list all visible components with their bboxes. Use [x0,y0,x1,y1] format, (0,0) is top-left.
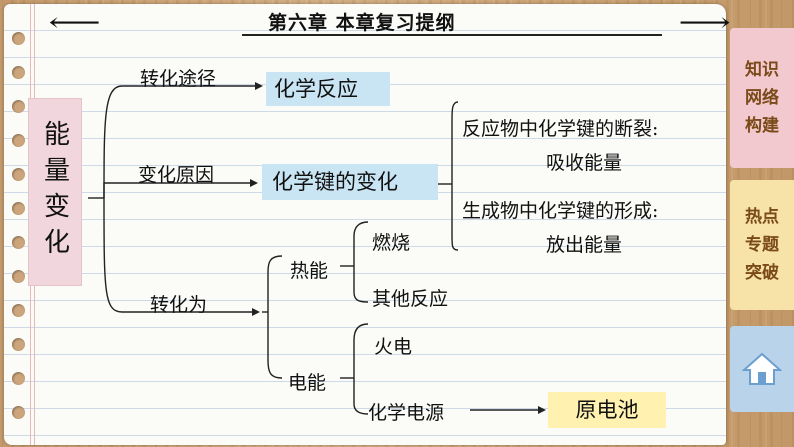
arrow-head [250,179,258,187]
heat-item-1: 燃烧 [372,232,411,254]
cause-detail-2-line1: 生成物中化学键的形成: [462,200,659,222]
binder-hole [12,134,25,147]
binder-hole [12,236,25,249]
connector-line [353,323,369,415]
binder-hole [12,100,25,113]
heat-item-2: 其他反应 [372,288,449,310]
binder-hole [12,372,25,385]
pathway-target-box: 化学反应 [266,72,390,106]
title-underline [242,34,662,36]
connector-line [353,221,369,303]
connector-line [103,182,250,198]
home-icon [742,352,782,385]
arrow-head [252,308,260,316]
connector-line [451,101,459,251]
arrow-right-icon[interactable]: ⟶ [678,8,731,38]
elec-item-2-target-box: 原电池 [548,392,666,428]
elec-item-1: 火电 [374,336,413,358]
binder-hole [12,168,25,181]
pathway-target-label: 化学反应 [274,77,358,101]
binder-hole [12,270,25,283]
elec-label: 电能 [288,372,327,394]
binder-hole [12,66,25,79]
binder-hole [12,202,25,215]
connector-line [267,255,283,379]
cause-target-box: 化学键的变化 [262,164,438,200]
cause-detail-1-line1: 反应物中化学键的断裂: [462,118,659,140]
root-node-label: 能量变化 [39,120,70,264]
pathway-label: 转化途径 [140,68,217,90]
binder-hole [12,304,25,317]
arrow-head [538,406,546,414]
sidebar-tab-2-label: 热点专题突破 [745,207,779,283]
cause-detail-1-line2: 吸收能量 [546,152,623,174]
connector-line [103,85,255,199]
sidebar-tab-1-label: 知识网络构建 [745,60,779,136]
convert-label: 转化为 [150,294,208,316]
binder-hole [12,406,25,419]
binder-hole [12,32,25,45]
cause-detail-2-line2: 放出能量 [546,234,623,256]
connector-line [103,197,258,313]
heat-label: 热能 [290,260,329,282]
binder-hole [12,338,25,351]
sidebar-tab-hot-topics[interactable]: 热点专题突破 [730,180,794,310]
arrow-left-icon[interactable]: ⟵ [48,8,101,38]
cause-label: 变化原因 [138,164,215,186]
elec-item-2-target-label: 原电池 [575,398,639,422]
arrow-head [255,82,263,90]
root-node-box: 能量变化 [28,98,82,286]
sidebar-tab-home[interactable] [730,326,794,412]
cause-target-label: 化学键的变化 [272,170,398,194]
page-title: 第六章 本章复习提纲 [268,12,456,34]
elec-item-2: 化学电源 [368,402,445,424]
sidebar-tab-knowledge-network[interactable]: 知识网络构建 [730,28,794,168]
